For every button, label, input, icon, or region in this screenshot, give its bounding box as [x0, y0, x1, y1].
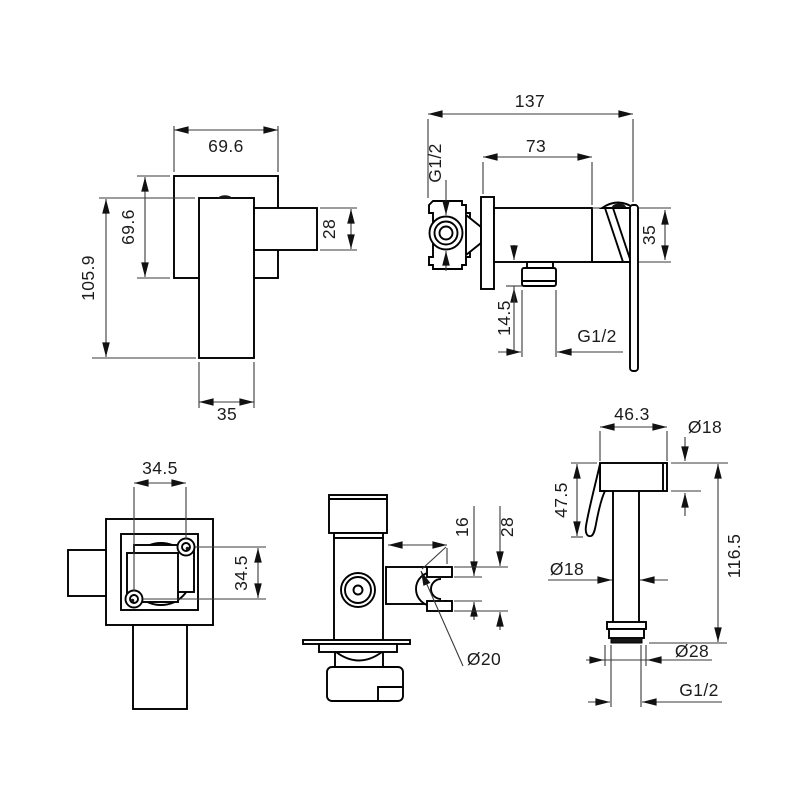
dim-screw-spacing-v: 34.5	[231, 555, 251, 591]
dim-total-height: 105.9	[78, 255, 98, 301]
front-view: 69.6 69.6 105.9 28 35	[78, 126, 357, 424]
dim-body-width: 35	[217, 404, 237, 424]
dim-spout-height: 28	[319, 219, 339, 239]
dim-head-drop: 47.5	[551, 482, 571, 518]
dim-body-height: 35	[639, 225, 659, 245]
sprayer-view-dimensions: 46.3 Ø18 47.5 116.5 Ø18	[548, 404, 744, 707]
hook-slot-arc	[430, 578, 442, 600]
dim-connector-diameter: Ø28	[675, 641, 709, 661]
connector-seal-ring	[610, 637, 643, 644]
dim-outlet-drop: 14.5	[494, 300, 514, 336]
side-view: 137 73 G1/2 35 14.5 G1/2	[425, 91, 671, 372]
pivot-cap-side	[612, 203, 626, 208]
outlet-nut	[521, 267, 557, 287]
connector-ring-1	[606, 621, 647, 630]
dim-plate-width: 69.6	[208, 136, 244, 156]
hook-jaw-top	[426, 566, 453, 578]
holder-valve-dome	[335, 651, 383, 662]
inlet-cone	[465, 213, 482, 257]
sprayer-head	[599, 462, 668, 492]
screw-bottom-left	[124, 589, 144, 609]
holder-button-ring	[344, 576, 372, 604]
dim-hook-height: 28	[497, 517, 517, 537]
spout-front	[253, 207, 318, 251]
back-view-dimensions: 34.5 34.5	[133, 458, 266, 600]
holder-view: 16 28 Ø20	[302, 494, 517, 702]
front-view-dimensions: 69.6 69.6 105.9 28 35	[78, 126, 357, 424]
inlet-union-bore	[438, 225, 454, 241]
spout-stub-back	[67, 549, 107, 597]
hook-gap-mask	[431, 578, 455, 600]
dim-hook-diameter: Ø20	[467, 649, 501, 669]
pivot-cap-front	[218, 195, 232, 199]
holder-handle-notch	[377, 686, 403, 701]
screw-top-right	[176, 537, 196, 557]
dim-jaw-gap: 16	[452, 517, 472, 537]
dim-outlet-thread: G1/2	[577, 326, 617, 346]
holder-flange-tier	[318, 643, 398, 653]
mixer-body-front	[198, 197, 255, 359]
holder-button-outer	[340, 572, 376, 608]
dim-projection: 73	[526, 136, 546, 156]
back-view: 34.5 34.5	[67, 458, 266, 710]
holder-view-dimensions: 16 28 Ø20	[387, 506, 517, 669]
holder-handle-block	[326, 666, 404, 702]
holder-cap	[328, 494, 388, 534]
dim-head-diameter: Ø18	[688, 417, 722, 437]
mount-plate-b	[126, 552, 179, 603]
dim-head-length: 46.3	[614, 404, 650, 424]
wall-flange-side	[480, 196, 495, 290]
inlet-union-ring	[433, 220, 459, 246]
dim-screw-spacing-h: 34.5	[142, 458, 178, 478]
dim-tube-diameter: Ø18	[550, 559, 584, 579]
dim-inlet-thread: G1/2	[425, 143, 445, 183]
cartridge-edge2	[612, 207, 632, 263]
dim-tube-length: 116.5	[724, 534, 744, 579]
dim-total-depth: 137	[515, 91, 545, 111]
holder-button-center	[352, 584, 364, 596]
handle-back	[132, 624, 188, 710]
dim-connector-thread: G1/2	[679, 680, 719, 700]
handle-lever-side	[629, 204, 639, 372]
sprayer-view: 46.3 Ø18 47.5 116.5 Ø18	[548, 404, 744, 707]
cartridge-edge	[604, 207, 624, 263]
mixer-body-side	[493, 207, 593, 263]
sprayer-trigger	[584, 463, 607, 538]
dim-plate-height: 69.6	[118, 209, 138, 245]
side-view-dimensions: 137 73 G1/2 35 14.5 G1/2	[425, 91, 669, 357]
hook-jaw-bottom	[426, 600, 453, 612]
connector-ring-2	[608, 628, 645, 639]
